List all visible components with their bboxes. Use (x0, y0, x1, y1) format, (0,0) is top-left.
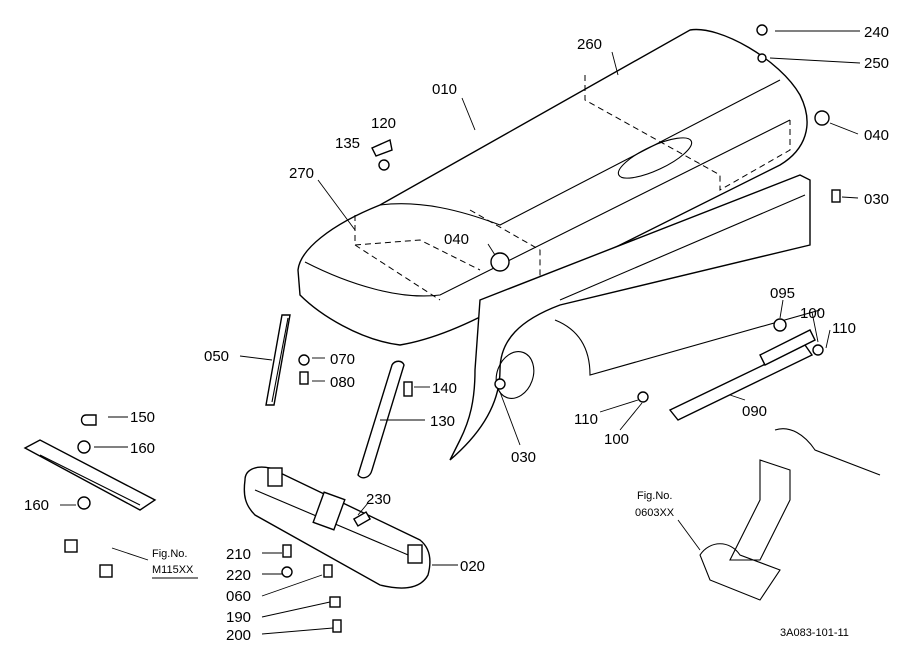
figure-references: Fig.No. M115XX Fig.No. 0603XX 3A083-101-… (152, 490, 849, 639)
side-panel (449, 174, 821, 461)
mount-plate-left (23, 439, 157, 578)
callout-140: 140 (432, 380, 457, 397)
callout-200: 200 (226, 627, 251, 644)
callout-240: 240 (864, 24, 889, 41)
callout-040-right: 040 (864, 127, 889, 144)
fig-label-right: Fig.No. (637, 490, 672, 502)
leader-lines (60, 30, 861, 635)
hood-rod (357, 360, 405, 479)
callout-100-right: 100 (800, 305, 825, 322)
callout-120: 120 (371, 115, 396, 132)
callout-260: 260 (577, 36, 602, 53)
callout-250: 250 (864, 55, 889, 72)
callout-160-left: 160 (24, 497, 49, 514)
callout-labels: 010 240 250 260 040 030 120 135 270 040 … (24, 24, 889, 644)
callout-110-right: 110 (832, 320, 856, 337)
callout-080: 080 (330, 374, 355, 391)
callout-210: 210 (226, 546, 251, 563)
callout-230: 230 (366, 491, 391, 508)
callout-100-left: 100 (604, 431, 629, 448)
callout-135: 135 (335, 135, 360, 152)
callout-110-left: 110 (574, 411, 598, 428)
callout-130: 130 (430, 413, 455, 430)
fig-number-right: 0603XX (635, 507, 675, 519)
link-arm (637, 318, 824, 421)
hood-panel (297, 28, 808, 346)
callout-220: 220 (226, 567, 251, 584)
fig-number-left: M115XX (152, 564, 194, 576)
callout-160-right: 160 (130, 440, 155, 457)
callout-030-right: 030 (864, 191, 889, 208)
callout-090: 090 (742, 403, 767, 420)
front-stay-bracket (265, 314, 291, 406)
callout-190: 190 (226, 609, 251, 626)
callout-150: 150 (130, 409, 155, 426)
callout-270: 270 (289, 165, 314, 182)
fig-label-left: Fig.No. (152, 548, 187, 560)
fasteners (77, 24, 841, 633)
callout-030-center: 030 (511, 449, 536, 466)
callout-010: 010 (432, 81, 457, 98)
front-bumper (243, 466, 431, 589)
drawing-code: 3A083-101-11 (780, 627, 849, 639)
callout-040-center: 040 (444, 231, 469, 248)
callout-060: 060 (226, 588, 251, 605)
callout-050: 050 (204, 348, 229, 365)
callout-095: 095 (770, 285, 795, 302)
frame-reference-right (699, 428, 881, 601)
callout-070: 070 (330, 351, 355, 368)
callout-020: 020 (460, 558, 485, 575)
